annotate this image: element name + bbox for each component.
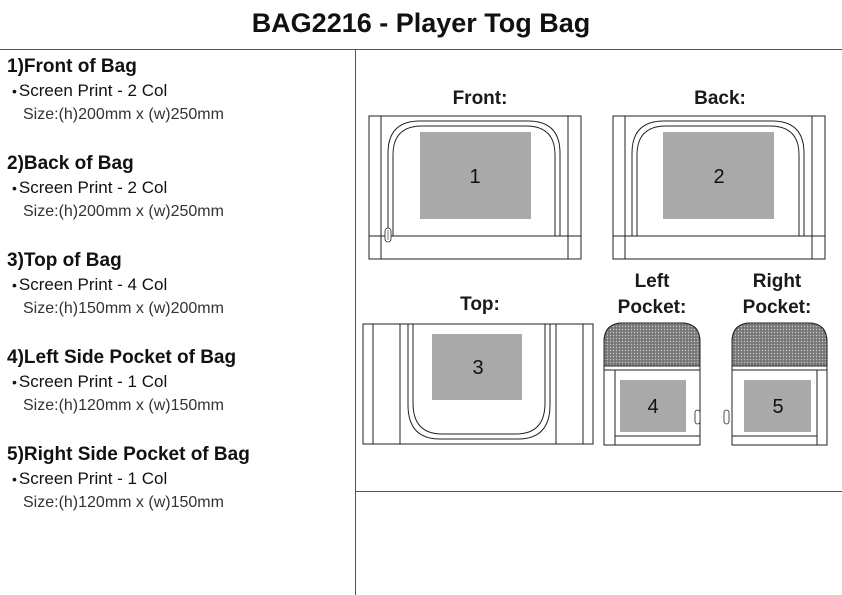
bullet-icon: • bbox=[12, 83, 17, 99]
zipper-pull-icon bbox=[723, 409, 730, 425]
bullet-icon: • bbox=[12, 277, 17, 293]
print-area-list: 1)Front of Bag •Screen Print - 2 Col Siz… bbox=[7, 54, 352, 539]
print-size: Size:(h)150mm x (w)200mm bbox=[23, 300, 224, 317]
print-size: Size:(h)120mm x (w)150mm bbox=[23, 494, 224, 511]
top-print-zone-number: 3 bbox=[472, 357, 483, 379]
zipper-pull-icon bbox=[384, 227, 392, 243]
left-pocket-print-zone-number: 4 bbox=[647, 396, 658, 418]
zipper-pull-icon bbox=[694, 409, 701, 425]
right-pocket-print-zone-number: 5 bbox=[772, 396, 783, 418]
print-area-heading: 5)Right Side Pocket of Bag bbox=[7, 444, 250, 465]
print-method-text: Screen Print - 4 Col bbox=[18, 275, 168, 294]
left-pocket-mesh bbox=[603, 322, 701, 367]
top-print-zone bbox=[432, 334, 522, 400]
right-pocket-view-label: Right Pocket: bbox=[727, 269, 827, 321]
print-method: •Screen Print - 2 Col bbox=[7, 79, 352, 103]
print-area-heading: 2)Back of Bag bbox=[7, 153, 134, 174]
right-pocket-label-line: Right bbox=[752, 271, 802, 292]
right-pocket-diagram: 5 bbox=[723, 322, 828, 446]
back-print-zone-number: 2 bbox=[713, 166, 724, 188]
print-method: •Screen Print - 2 Col bbox=[7, 176, 352, 200]
right-pocket-print-zone bbox=[744, 380, 811, 432]
print-size: Size:(h)200mm x (w)250mm bbox=[23, 203, 224, 220]
print-area-heading: 4)Left Side Pocket of Bag bbox=[7, 347, 237, 368]
bullet-icon: • bbox=[12, 180, 17, 196]
print-area-item: 2)Back of Bag •Screen Print - 2 Col Size… bbox=[7, 151, 352, 248]
print-area-heading: 3)Top of Bag bbox=[7, 250, 122, 271]
top-view-label: Top: bbox=[460, 294, 500, 315]
left-pocket-label-line: Pocket: bbox=[617, 297, 687, 318]
print-area-item: 5)Right Side Pocket of Bag •Screen Print… bbox=[7, 442, 352, 539]
header-divider bbox=[0, 49, 842, 50]
print-area-heading: 1)Front of Bag bbox=[7, 56, 137, 77]
print-area-item: 3)Top of Bag •Screen Print - 4 Col Size:… bbox=[7, 248, 352, 345]
back-print-zone bbox=[663, 132, 774, 219]
back-view-label: Back: bbox=[694, 88, 746, 109]
back-bag-diagram: 2 bbox=[612, 115, 826, 260]
left-pocket-label-line: Left bbox=[634, 271, 670, 292]
front-print-zone bbox=[420, 132, 531, 219]
print-size: Size:(h)200mm x (w)250mm bbox=[23, 106, 224, 123]
front-bag-diagram: 1 bbox=[368, 115, 582, 260]
back-zipper-path bbox=[631, 120, 805, 236]
print-method: •Screen Print - 1 Col bbox=[7, 467, 352, 491]
print-size: Size:(h)120mm x (w)150mm bbox=[23, 397, 224, 414]
diagram-bottom-divider bbox=[356, 491, 842, 492]
left-pocket-diagram: 4 bbox=[603, 322, 701, 446]
bullet-icon: • bbox=[12, 374, 17, 390]
top-zipper-path bbox=[407, 324, 551, 440]
page-title: BAG2216 - Player Tog Bag bbox=[251, 8, 591, 38]
right-pocket-mesh bbox=[731, 322, 828, 367]
right-pocket-label-line: Pocket: bbox=[742, 297, 812, 318]
print-method-text: Screen Print - 2 Col bbox=[18, 81, 168, 100]
front-view-label: Front: bbox=[452, 88, 508, 109]
left-pocket-print-zone bbox=[620, 380, 686, 432]
print-area-item: 1)Front of Bag •Screen Print - 2 Col Siz… bbox=[7, 54, 352, 151]
print-method: •Screen Print - 1 Col bbox=[7, 370, 352, 394]
left-pocket-view-label: Left Pocket: bbox=[602, 269, 702, 321]
print-method: •Screen Print - 4 Col bbox=[7, 273, 352, 297]
front-print-zone-number: 1 bbox=[469, 166, 480, 188]
print-area-item: 4)Left Side Pocket of Bag •Screen Print … bbox=[7, 345, 352, 442]
front-zipper-path bbox=[387, 120, 561, 236]
top-bag-diagram: 3 bbox=[362, 323, 594, 445]
print-method-text: Screen Print - 1 Col bbox=[18, 372, 168, 391]
print-method-text: Screen Print - 1 Col bbox=[18, 469, 168, 488]
bullet-icon: • bbox=[12, 471, 17, 487]
print-method-text: Screen Print - 2 Col bbox=[18, 178, 168, 197]
column-divider bbox=[355, 49, 356, 595]
